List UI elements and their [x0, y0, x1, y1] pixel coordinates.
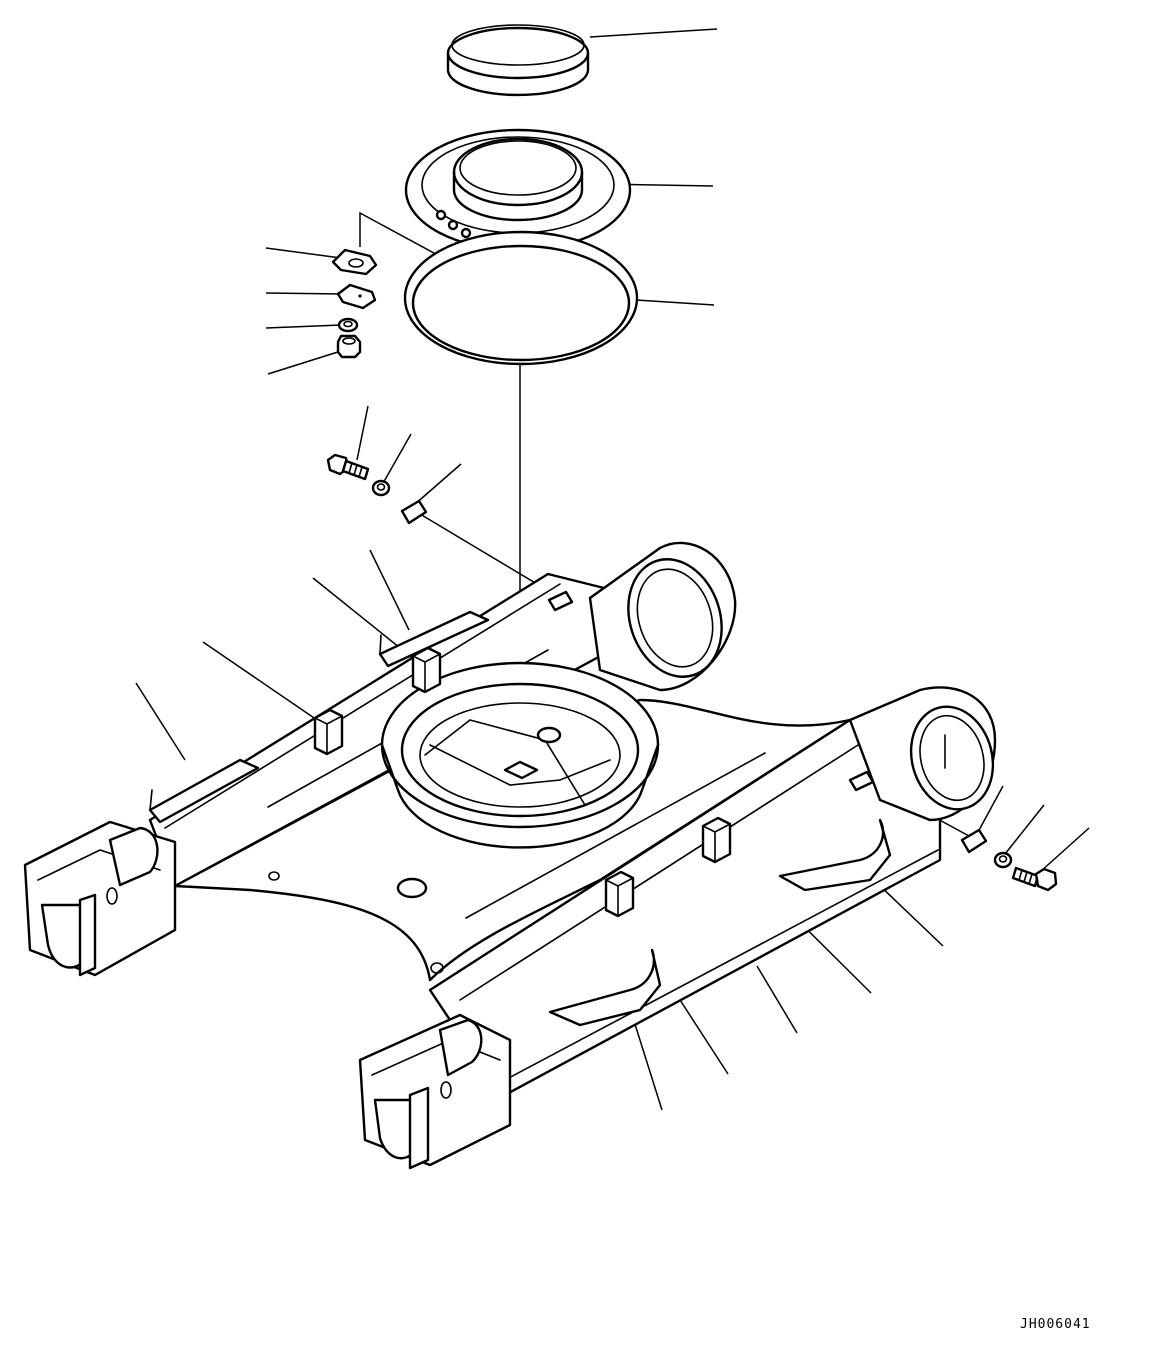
beam-plate — [848, 770, 875, 792]
o-ring — [403, 230, 639, 366]
leader-line — [267, 350, 342, 375]
leader-line — [1004, 804, 1045, 855]
plate-cover — [336, 283, 377, 310]
leader-line — [202, 641, 321, 723]
leader-line — [356, 405, 369, 461]
leader-line — [265, 324, 342, 329]
leader-line — [135, 682, 186, 761]
beam-plate — [547, 590, 574, 612]
bolt-upper — [326, 453, 370, 481]
guard-block — [411, 646, 442, 694]
plate-upper — [400, 499, 428, 525]
washer-lower — [993, 851, 1013, 869]
leader-line — [1039, 827, 1090, 873]
centre-body — [173, 698, 852, 982]
leader-line — [413, 463, 462, 506]
seal-cap — [446, 24, 590, 97]
leader-line — [589, 28, 718, 38]
leader-line — [265, 292, 344, 295]
washer — [337, 317, 359, 333]
bolt-lower — [1011, 866, 1058, 892]
nut — [336, 334, 362, 359]
leader-line — [977, 785, 1004, 833]
washer-upper — [371, 479, 391, 497]
guard-block — [604, 870, 635, 918]
drawing-code: JH006041 — [1020, 1317, 1091, 1332]
leader-line — [369, 549, 410, 631]
frame-swing-ring — [380, 661, 660, 849]
guard-block — [313, 708, 344, 756]
plate-lower — [960, 828, 988, 854]
leader-line — [265, 247, 342, 259]
guard-blocks — [313, 590, 875, 918]
track-frame — [23, 541, 997, 1170]
plate-gasket — [331, 248, 378, 276]
leader-line — [635, 299, 715, 306]
guard-block — [701, 816, 732, 864]
track-guards — [148, 610, 892, 1027]
leader-line — [756, 965, 798, 1034]
leader-line — [381, 433, 412, 486]
